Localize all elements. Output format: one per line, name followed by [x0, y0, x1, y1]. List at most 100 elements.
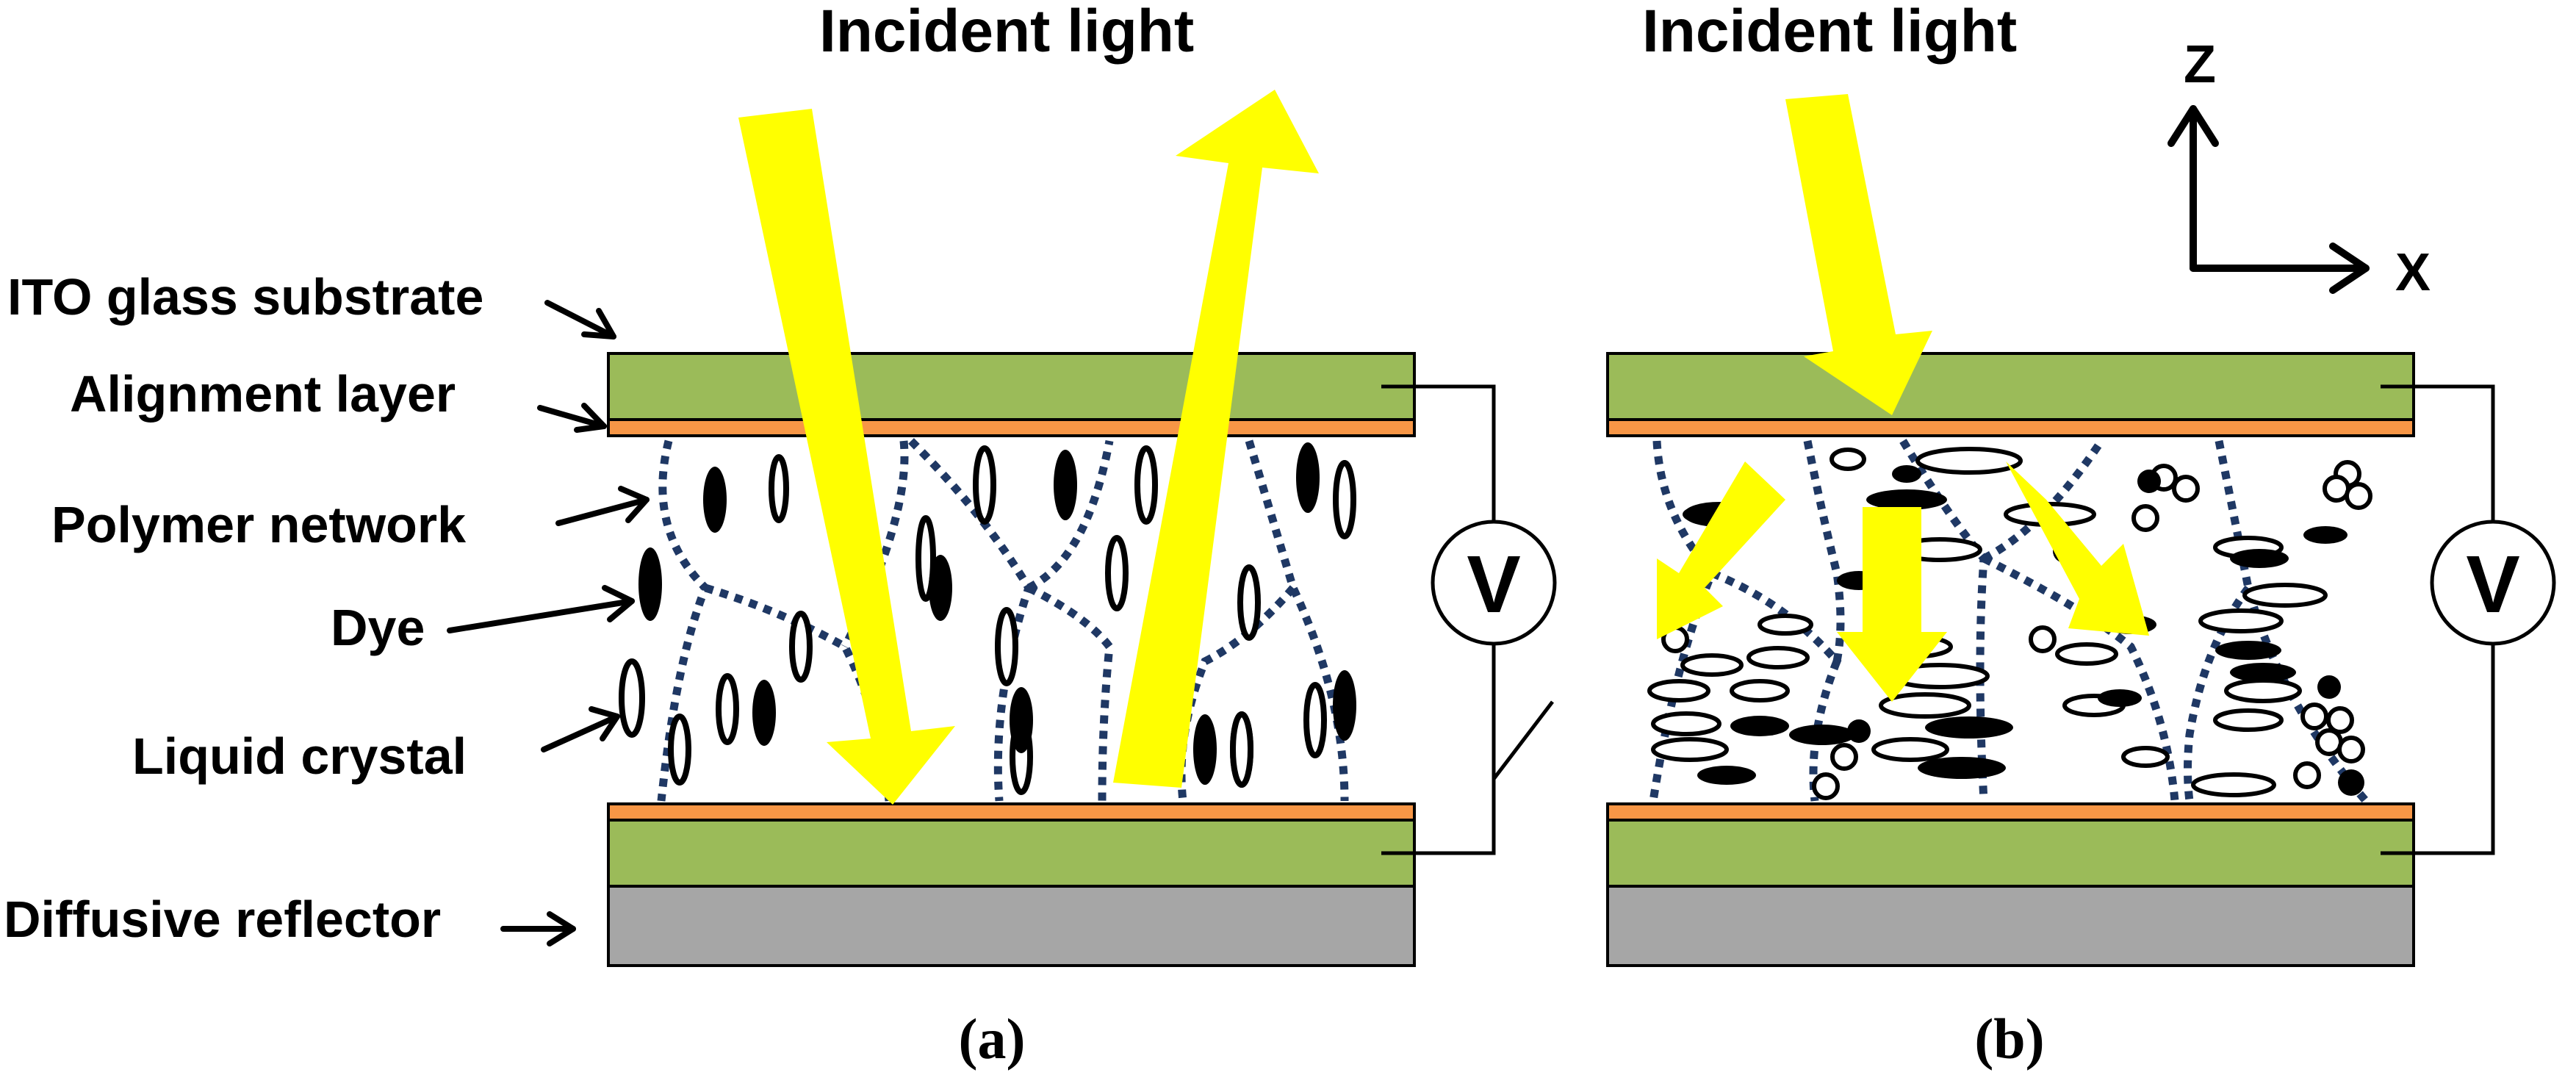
- panel-a-voltage-symbol: V: [1467, 539, 1520, 630]
- dye-molecule: [703, 467, 727, 533]
- dye-molecule: [2230, 549, 2289, 568]
- dye-molecule: [2137, 470, 2161, 493]
- dye-molecule: [2230, 663, 2296, 682]
- x-axis-label: X: [2395, 243, 2431, 302]
- liquid-crystal-molecule: [2191, 772, 2276, 797]
- liquid-crystal-molecule: [973, 445, 996, 525]
- panel-b-voltage-source: [2430, 520, 2556, 646]
- panel-b-top-glass: [1606, 352, 2415, 421]
- liquid-crystal-molecule: [1830, 448, 1866, 471]
- dye-molecule: [1789, 725, 1855, 745]
- liquid-crystal-molecule: [619, 658, 645, 738]
- liquid-crystal-molecule: [1680, 653, 1744, 677]
- panel-b-top-alignment-layer: [1606, 418, 2415, 437]
- liquid-crystal-molecule: [995, 607, 1018, 686]
- liquid-crystal-molecule: [2300, 703, 2328, 730]
- ito-glass-substrate-label: ITO glass substrate: [7, 268, 483, 326]
- polymer-pointer-arrow: [555, 486, 650, 526]
- liquid-crystal-molecule: [789, 611, 813, 683]
- dye-molecule: [1866, 489, 1947, 510]
- liquid-crystal-molecule: [2029, 625, 2057, 653]
- dye-molecule: [2098, 689, 2142, 707]
- dye-molecule: [2338, 769, 2364, 796]
- dye-molecule: [638, 547, 662, 621]
- liquid-crystal-molecule: [1879, 692, 1971, 719]
- liquid-crystal-molecule: [1730, 679, 1790, 703]
- panel-a-top-glass: [607, 352, 1416, 421]
- panel-b-diffusive-reflector: [1606, 885, 2415, 967]
- panel-b-circuit: [2381, 384, 2495, 855]
- liquid-crystal-molecule: [2224, 678, 2302, 703]
- liquid-crystal-molecule: [1871, 737, 1949, 762]
- liquid-crystal-molecule: [2198, 608, 2284, 633]
- panel-b-scattered-light-arrow-right: [2006, 461, 2149, 636]
- alignment-pointer-arrow: [537, 403, 607, 433]
- dye-molecule: [1918, 757, 2006, 779]
- panel-a-diffusive-reflector: [607, 885, 1416, 967]
- layer-labels: ITO glass substrate Alignment layer Poly…: [4, 268, 650, 948]
- dye-molecule: [2303, 526, 2347, 544]
- polymer-network-label: Polymer network: [51, 496, 466, 553]
- liquid-crystal-molecule: [1746, 646, 1810, 669]
- panel-a-bottom-alignment-layer: [607, 802, 1416, 822]
- z-axis-label: Z: [2184, 35, 2216, 94]
- liquid-crystal-molecule: [1915, 447, 2023, 475]
- ito-pointer-arrow: [544, 300, 616, 339]
- panel-b-incident-light-arrow: [1785, 94, 1932, 415]
- panel-a-incident-light-label: Incident light: [819, 0, 1194, 65]
- liquid-crystal-molecule: [2131, 504, 2159, 532]
- panel-b: V Z X Incident light (b): [1606, 0, 2556, 1071]
- dye-molecule: [1925, 716, 2013, 739]
- panel-b-voltage-symbol: V: [2466, 539, 2519, 630]
- liquid-crystal-molecule: [1647, 679, 1710, 703]
- panel-b-bottom-alignment-layer: [1606, 802, 2415, 822]
- coordinate-axes: [2167, 105, 2370, 294]
- liquid-crystal-molecule: [2055, 642, 2118, 666]
- liquid-crystal-molecule: [1812, 772, 1840, 800]
- panel-b-caption: (b): [1974, 1007, 2044, 1071]
- panel-a-caption: (a): [959, 1007, 1026, 1071]
- liquid-crystal-molecule: [1757, 614, 1813, 636]
- panel-a-bottom-glass: [607, 819, 1416, 888]
- liquid-crystal-molecule: [1105, 535, 1129, 611]
- liquid-crystal-molecule: [1134, 445, 1158, 525]
- liquid-crystal-molecule: [2242, 583, 2328, 608]
- dye-molecule: [2215, 641, 2281, 660]
- liquid-crystal-label: Liquid crystal: [132, 727, 467, 785]
- liquid-crystal-molecule: [2172, 475, 2200, 503]
- liquid-crystal-molecule: [2326, 706, 2354, 734]
- liquid-crystal-molecule: [1303, 682, 1327, 758]
- dye-molecule: [1333, 670, 1356, 741]
- dye-label: Dye: [331, 599, 425, 656]
- liquid-crystal-molecule: [2213, 708, 2284, 732]
- panel-a: V Incident light (a): [607, 0, 1557, 1071]
- panel-a-reflected-light-arrow: [1113, 90, 1319, 788]
- liquid-crystal-molecule: [2293, 761, 2321, 789]
- panel-a-voltage-source: [1431, 520, 1557, 646]
- dye-pointer-arrow: [447, 585, 635, 633]
- panel-b-incident-light-label: Incident light: [1642, 0, 2017, 65]
- dye-molecule: [929, 555, 952, 621]
- panel-b-scattered-light-arrow-down: [1837, 507, 1947, 702]
- liquid-crystal-molecule: [1237, 564, 1261, 641]
- alignment-layer-label: Alignment layer: [70, 365, 456, 423]
- dye-molecule: [2317, 675, 2341, 699]
- panel-a-circuit: [1381, 384, 1554, 855]
- dye-molecule: [1847, 719, 1871, 743]
- diffusive-reflector-label: Diffusive reflector: [4, 891, 441, 948]
- dye-molecule: [1730, 716, 1789, 736]
- panel-a-incident-light-arrow: [738, 109, 955, 805]
- dye-molecule: [1697, 766, 1756, 785]
- dye-molecule: [1892, 465, 1921, 483]
- liquid-crystal-molecule: [716, 673, 739, 745]
- liquid-crystal-molecule: [1830, 743, 1858, 771]
- panel-a-liquid-crystals: [619, 445, 1356, 795]
- reflector-pointer-arrow: [500, 911, 576, 946]
- liquid-crystal-molecule: [1651, 737, 1729, 762]
- panel-a-dyes: [638, 442, 1356, 785]
- dye-molecule: [1010, 687, 1033, 753]
- liquid-crystal-molecule: [1651, 711, 1721, 736]
- dye-molecule: [1054, 450, 1077, 520]
- liquid-crystal-molecule: [2337, 736, 2365, 763]
